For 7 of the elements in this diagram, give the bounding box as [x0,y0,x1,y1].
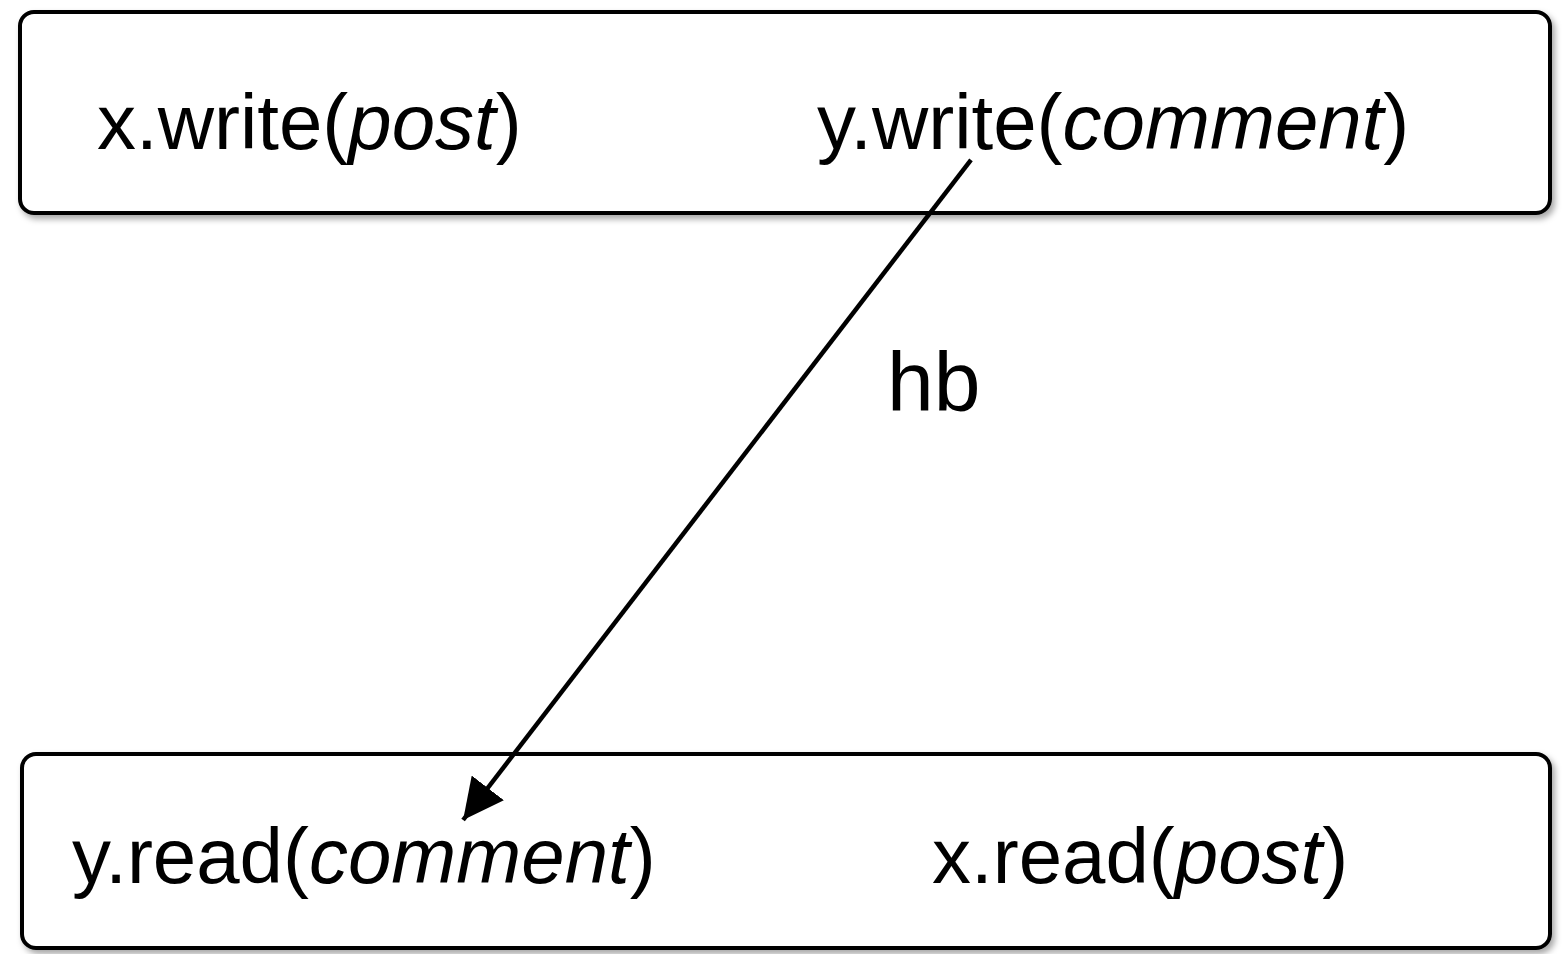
edge-label: hb [887,339,981,424]
rounded-box [20,752,1552,950]
rounded-box [18,10,1552,215]
code-text: x.write(post) [97,80,522,166]
code-text: x.read(post) [932,814,1349,900]
code-text: y.write(comment) [817,80,1410,166]
code-text: y.read(comment) [72,814,656,900]
